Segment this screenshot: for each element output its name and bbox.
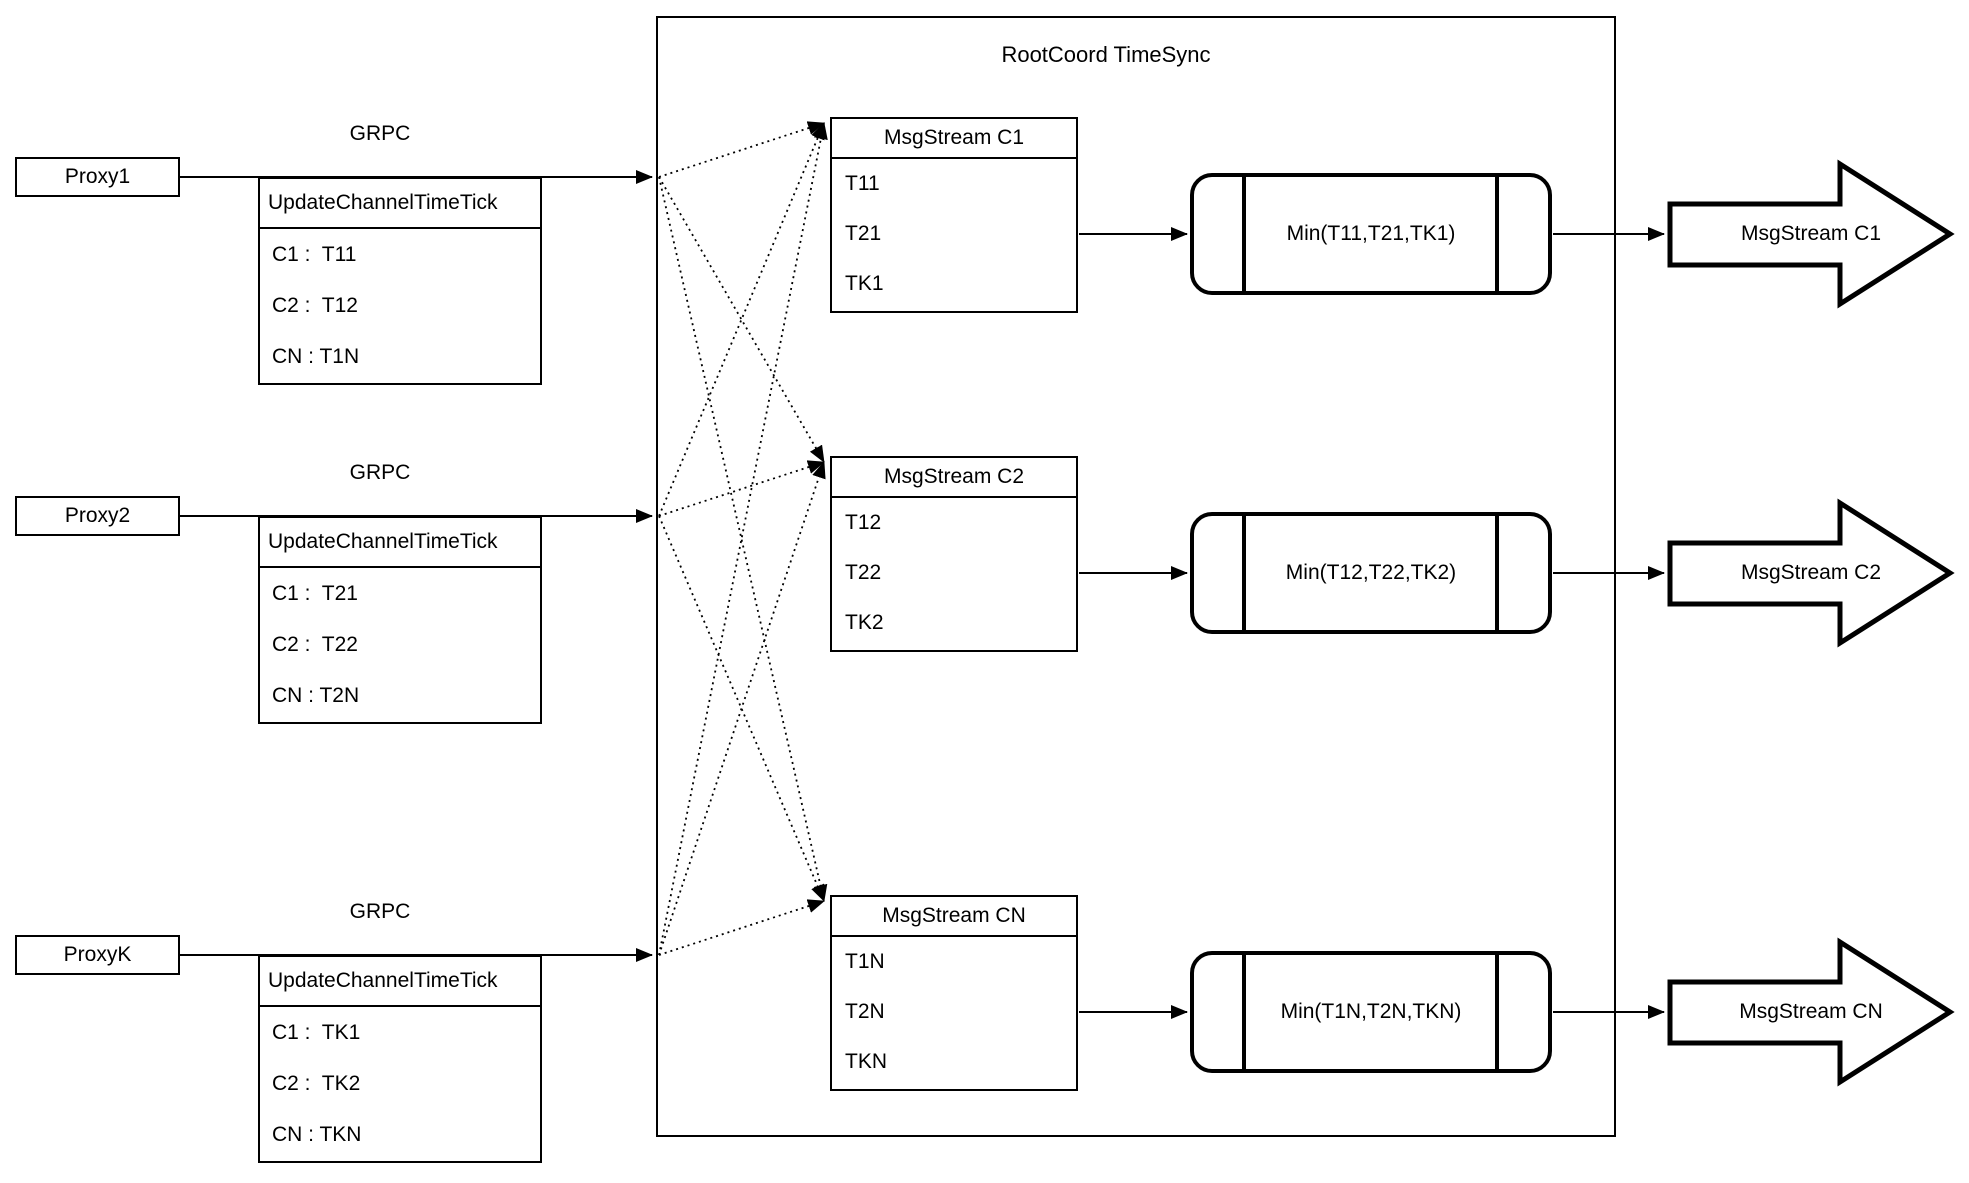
msgstream-row: T21 <box>845 222 882 245</box>
timetick-table-3: UpdateChannelTimeTick C1 : TK1 C2 : TK2 … <box>258 955 542 1163</box>
proxy-label-1: Proxy1 <box>64 165 131 188</box>
grpc-label-1: GRPC <box>349 122 411 145</box>
timetick-header-1: UpdateChannelTimeTick <box>260 179 540 229</box>
out-arrow-shape-1 <box>1667 159 1955 309</box>
out-arrow-shape-3 <box>1667 937 1955 1087</box>
fanout-line-1-c2 <box>658 176 825 463</box>
min-label-3: Min(T1N,T2N,TKN) <box>1280 1000 1462 1023</box>
msgstream-header-c2: MsgStream C2 <box>832 458 1076 498</box>
timetick-row: C1 : T21 <box>272 581 358 605</box>
min-box-1: Min(T11,T21,TK1) <box>1190 173 1552 295</box>
min-divider-right <box>1495 955 1499 1069</box>
min-box-2: Min(T12,T22,TK2) <box>1190 512 1552 634</box>
msgstream-header-c1: MsgStream C1 <box>832 119 1076 159</box>
proxy-label-2: Proxy2 <box>64 504 131 527</box>
msgstream-row: TK2 <box>845 611 884 634</box>
fanout-line-2-c2 <box>658 460 825 517</box>
timetick-table-2: UpdateChannelTimeTick C1 : T21 C2 : T22 … <box>258 516 542 724</box>
timetick-row: C2 : T12 <box>272 293 358 317</box>
min-divider-left <box>1242 516 1246 630</box>
proxy-box-2: Proxy2 <box>15 496 180 536</box>
min-divider-right <box>1495 516 1499 630</box>
out-arrow-label-3: MsgStream CN <box>1739 1000 1883 1023</box>
min-divider-right <box>1495 177 1499 291</box>
msgstream-row: T22 <box>845 561 882 584</box>
fanout-line-3-cn <box>658 899 825 956</box>
timetick-row: C1 : TK1 <box>272 1020 361 1044</box>
fanout-line-1-cn <box>658 176 828 902</box>
proxy-label-3: ProxyK <box>63 943 132 966</box>
timetick-header-2: UpdateChannelTimeTick <box>260 518 540 568</box>
out-arrow-label-2: MsgStream C2 <box>1740 561 1882 584</box>
msgstream-row: T1N <box>845 950 885 973</box>
timetick-row: CN : TKN <box>272 1122 362 1146</box>
timetick-row: CN : T1N <box>272 344 360 368</box>
rootcoord-container <box>656 16 1616 1137</box>
timetick-row: C1 : T11 <box>272 242 357 266</box>
timetick-row: C2 : TK2 <box>272 1071 361 1095</box>
grpc-label-2: GRPC <box>349 461 411 484</box>
out-arrow-shape-2 <box>1667 498 1955 648</box>
fanout-line-2-c1 <box>658 122 825 517</box>
proxy-box-1: Proxy1 <box>15 157 180 197</box>
min-divider-left <box>1242 955 1246 1069</box>
msgstream-header-cn: MsgStream CN <box>832 897 1076 937</box>
msgstream-table-cn: MsgStream CN T1N T2N TKN <box>830 895 1078 1091</box>
min-label-1: Min(T11,T21,TK1) <box>1286 222 1456 245</box>
min-label-2: Min(T12,T22,TK2) <box>1285 561 1457 584</box>
timetick-table-1: UpdateChannelTimeTick C1 : T11 C2 : T12 … <box>258 177 542 385</box>
out-arrow-label-1: MsgStream C1 <box>1740 222 1882 245</box>
timetick-row: C2 : T22 <box>272 632 358 656</box>
msgstream-row: T11 <box>845 172 880 195</box>
timetick-header-3: UpdateChannelTimeTick <box>260 957 540 1007</box>
min-divider-left <box>1242 177 1246 291</box>
min-box-3: Min(T1N,T2N,TKN) <box>1190 951 1552 1073</box>
msgstream-table-c2: MsgStream C2 T12 T22 TK2 <box>830 456 1078 652</box>
msgstream-row: TKN <box>845 1050 887 1073</box>
msgstream-row: TK1 <box>845 272 884 295</box>
msgstream-row: T2N <box>845 1000 885 1023</box>
msgstream-row: T12 <box>845 511 882 534</box>
timetick-row: CN : T2N <box>272 683 360 707</box>
grpc-label-3: GRPC <box>349 900 411 923</box>
proxy-box-3: ProxyK <box>15 935 180 975</box>
fanout-line-2-cn <box>658 515 825 902</box>
msgstream-table-c1: MsgStream C1 T11 T21 TK1 <box>830 117 1078 313</box>
fanout-line-1-c1 <box>658 121 825 178</box>
rootcoord-title: RootCoord TimeSync <box>1001 42 1211 67</box>
fanout-line-3-c2 <box>658 461 826 956</box>
